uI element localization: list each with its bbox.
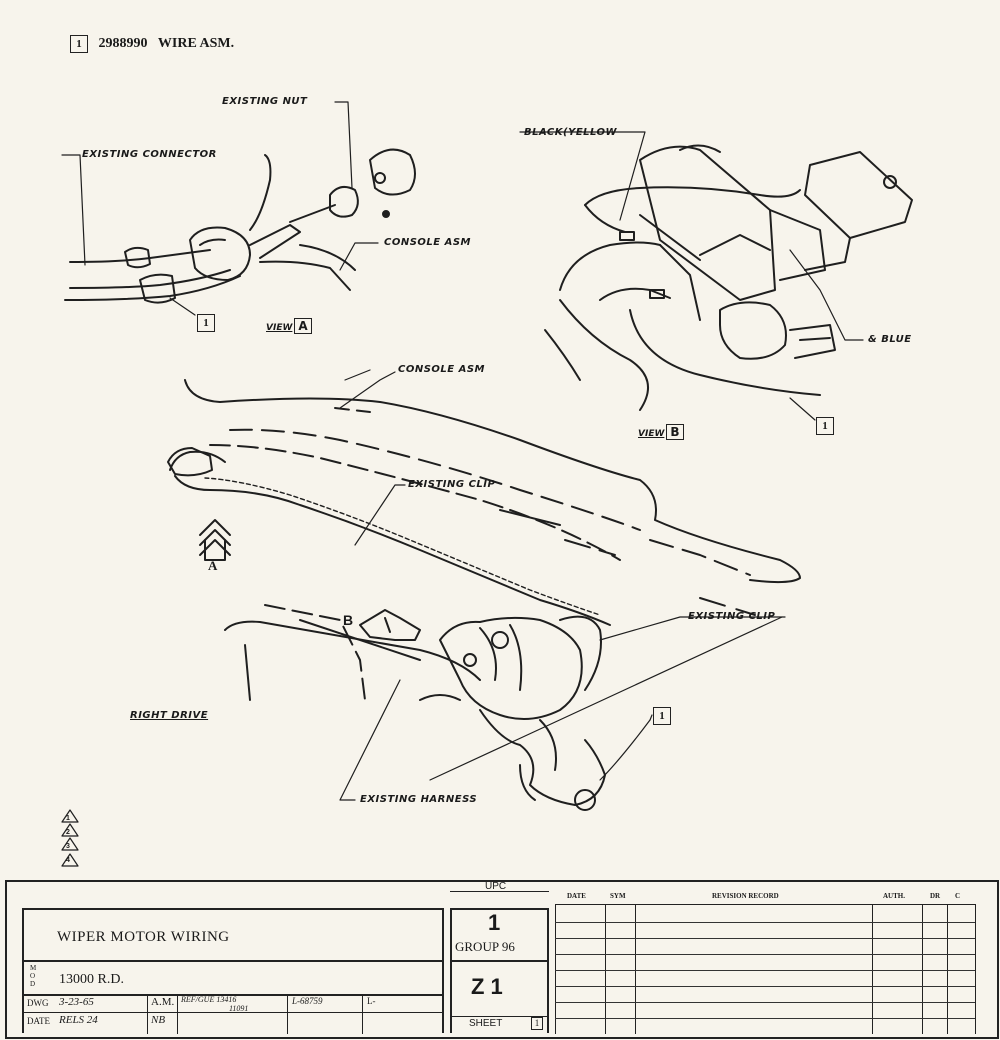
ref-value2: 11091 <box>229 1004 249 1013</box>
upc-label: UPC <box>485 881 507 892</box>
date-label: DATE <box>27 1016 50 1026</box>
view-b-label: VIEW <box>638 429 665 439</box>
arrow-a-label: A <box>208 558 218 573</box>
rev-header-sym: SYM <box>610 892 626 900</box>
wiring-diagram <box>61 101 913 867</box>
date-value: RELS 24 <box>59 1014 98 1026</box>
label-blue: & BLUE <box>868 334 912 345</box>
rev-tri-3: 3 <box>66 843 70 850</box>
rev-header-dr: DR <box>930 892 941 900</box>
ref-value: REF/GUE 13416 <box>181 995 237 1004</box>
model-prefix: MOD <box>30 964 37 988</box>
dwg-value: 3-23-65 <box>59 996 94 1008</box>
title-block: UPC DATE SYM REVISION RECORD AUTH. DR C … <box>5 880 999 1039</box>
sheet-code: Z 1 <box>471 974 503 999</box>
view-b-letter: B <box>666 424 684 440</box>
label-existing-clip-upper: EXISTING CLIP <box>408 479 496 490</box>
revision-triangle-numbers: 1 2 3 4 <box>66 812 70 868</box>
view-a-drawing <box>61 101 416 316</box>
am-value: A.M. <box>151 996 175 1008</box>
l-value2: L- <box>367 996 376 1006</box>
item-number-box: 1 <box>70 35 88 53</box>
header: 1 2988990 WIRE ASM. <box>70 34 234 53</box>
revision-triangles <box>61 809 79 867</box>
main-view-drawing <box>167 369 801 811</box>
rev-header-date: DATE <box>567 892 586 900</box>
callout-1-main: 1 <box>653 707 671 725</box>
l-value: L-68759 <box>292 996 323 1006</box>
label-existing-clip-lower: EXISTING CLIP <box>688 611 776 622</box>
dwg-label: DWG <box>27 998 49 1008</box>
rev-tri-2: 2 <box>66 829 70 836</box>
nb-value: NB <box>151 1014 166 1026</box>
model-code: 13000 R.D. <box>59 972 124 987</box>
rev-tri-4: 4 <box>66 857 70 864</box>
rev-header-c: C <box>955 892 961 900</box>
marker-b: B <box>343 612 354 628</box>
label-console-asm-main: CONSOLE ASM <box>398 364 485 375</box>
label-black-yellow: BLACK(YELLOW <box>524 127 618 138</box>
part-name: WIRE ASM. <box>157 36 235 51</box>
sheet-number: 1 <box>531 1017 543 1030</box>
callout-1-view-b: 1 <box>816 417 834 435</box>
view-a-label: VIEW <box>266 323 293 333</box>
label-right-drive: RIGHT DRIVE <box>130 710 209 721</box>
upc-number: 1 <box>488 910 501 935</box>
rev-header-revision: REVISION RECORD <box>712 892 779 900</box>
label-existing-connector: EXISTING CONNECTOR <box>82 149 217 160</box>
label-existing-harness: EXISTING HARNESS <box>360 794 478 805</box>
callout-1-view-a: 1 <box>197 314 215 332</box>
group-label: GROUP 96 <box>455 939 515 954</box>
sheet-label: SHEET <box>469 1018 503 1029</box>
view-b-drawing <box>519 131 913 421</box>
rev-tri-1: 1 <box>66 815 70 822</box>
part-number: 2988990 <box>98 36 148 51</box>
rev-header-auth: AUTH. <box>883 892 905 900</box>
drawing-title: WIPER MOTOR WIRING <box>57 929 230 945</box>
view-a-letter: A <box>294 318 312 334</box>
label-existing-nut: EXISTING NUT <box>222 96 308 107</box>
label-console-asm-a: CONSOLE ASM <box>384 237 471 248</box>
